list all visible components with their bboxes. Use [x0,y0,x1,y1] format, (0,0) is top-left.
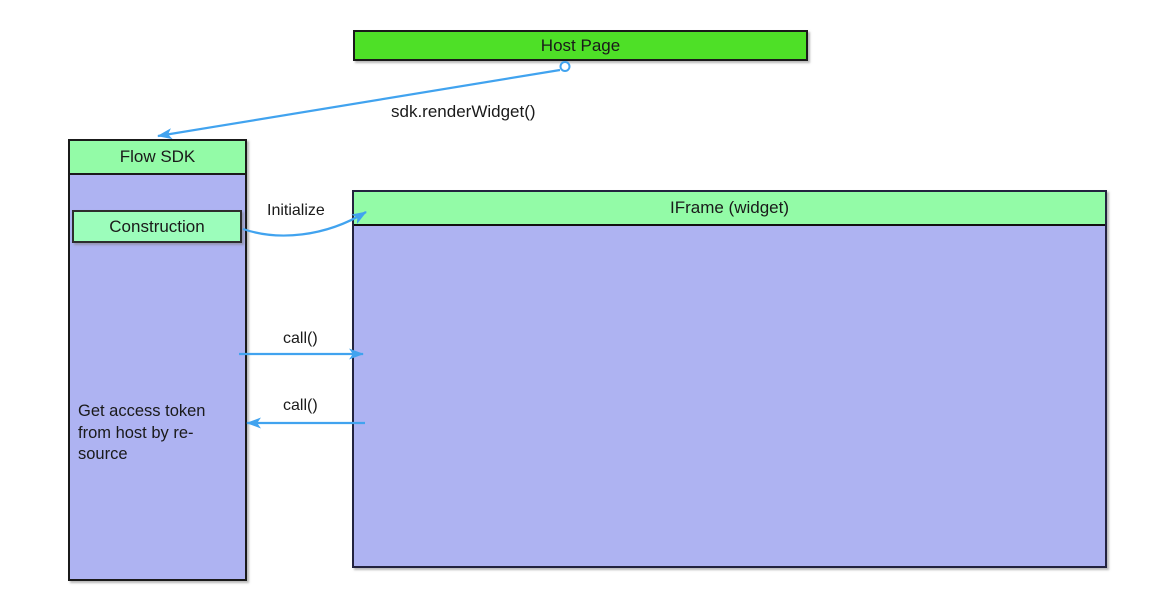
connector-origin-circle [559,61,571,72]
flow-sdk-note: Get access token from host by re- source [78,402,206,463]
flow-sdk-header: Flow SDK [70,141,245,175]
host-page-node: Host Page [353,30,808,61]
host-page-label: Host Page [540,35,621,55]
construction-label: Construction [109,216,205,236]
iframe-widget-header: IFrame (widget) [354,192,1105,226]
call-right-edge-label: call() [283,330,318,347]
call-left-edge-label: call() [283,397,318,414]
iframe-widget-node: IFrame (widget) [352,190,1107,568]
flow-sdk-node: Flow SDK Get access token from host by r… [68,139,247,581]
iframe-widget-label: IFrame (widget) [669,198,790,217]
construction-node: Construction [72,210,242,243]
renderwidget-edge-label: sdk.renderWidget() [391,102,536,121]
initialize-edge-label: Initialize [267,202,325,219]
flow-sdk-label: Flow SDK [119,147,196,166]
